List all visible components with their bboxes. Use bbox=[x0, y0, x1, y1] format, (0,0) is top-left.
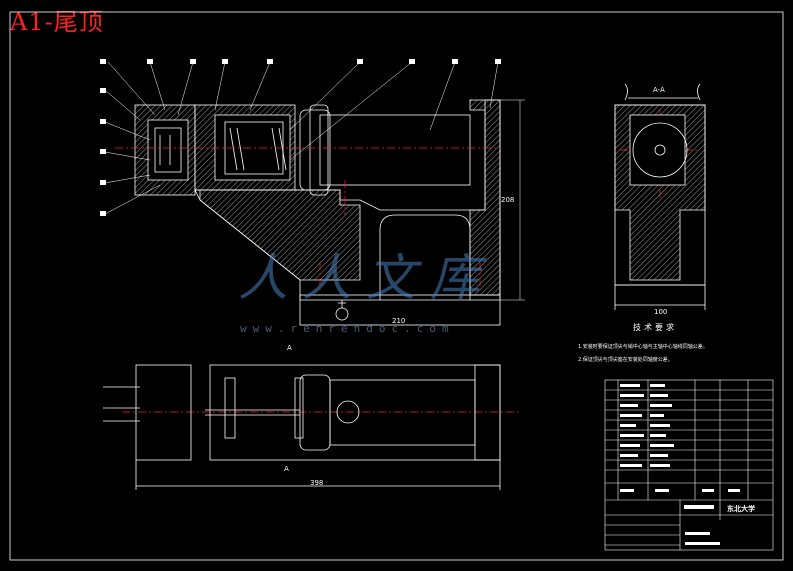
balloon-marks bbox=[100, 59, 501, 216]
page-title: A1-尾顶 bbox=[10, 8, 104, 36]
view-label-a-a: A-A bbox=[653, 86, 665, 94]
section-a-bottom: A bbox=[284, 465, 289, 473]
tech-requirement-2: 2.保证顶尖与顶尖座在安装处同轴度公差。 bbox=[578, 357, 673, 363]
leaders bbox=[104, 61, 499, 215]
tech-requirement-1: 1.安装时要保证顶尖与销中心轴与主轴中心轴线同轴公差。 bbox=[578, 344, 708, 350]
title-block-fill-marks bbox=[620, 384, 740, 545]
outer-frame bbox=[9, 11, 784, 561]
watermark-chinese: 人人文库 bbox=[238, 249, 494, 307]
watermark-url: www.renrendoc.com bbox=[240, 322, 455, 335]
dim-height-208: 208 bbox=[501, 196, 515, 204]
tech-requirements-title: 技术要求 bbox=[633, 323, 677, 332]
dim-width-100: 100 bbox=[654, 308, 668, 316]
view-marker-a: A bbox=[287, 344, 292, 352]
side-view bbox=[614, 83, 706, 310]
front-section-view bbox=[134, 99, 501, 326]
dim-208 bbox=[500, 99, 525, 301]
title-block bbox=[604, 379, 774, 551]
dim-depth-210: 210 bbox=[392, 317, 406, 325]
title-block-school: 东北大学 bbox=[727, 505, 755, 513]
plan-view bbox=[103, 364, 501, 490]
dim-width-398: 398 bbox=[310, 479, 324, 487]
